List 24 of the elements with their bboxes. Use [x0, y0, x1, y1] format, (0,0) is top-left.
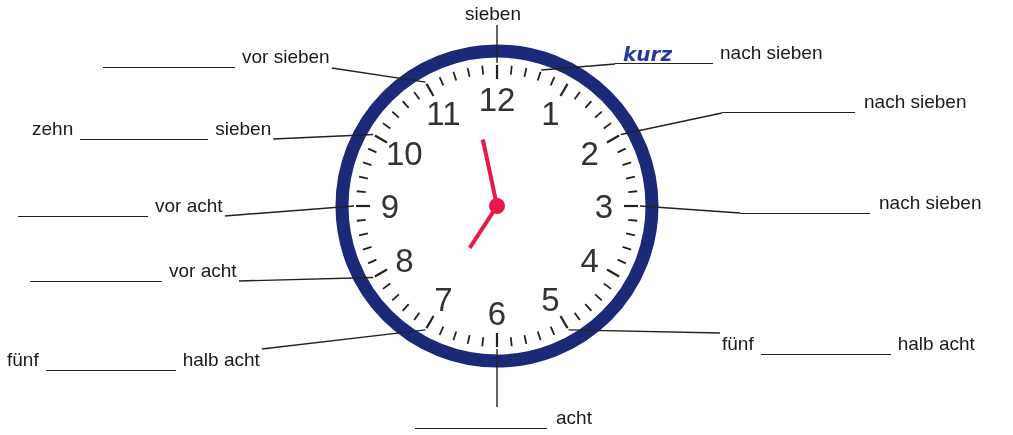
leader-line [540, 63, 616, 71]
clock-number: 6 [487, 296, 507, 330]
leader-line [620, 112, 723, 136]
leader-line [261, 329, 427, 350]
clock-number: 5 [541, 282, 560, 316]
clock-number: 9 [380, 189, 400, 223]
leader-line [496, 24, 498, 64]
clock-number: 1 [541, 96, 560, 130]
clock-number: 10 [385, 136, 423, 169]
leader-line [496, 348, 498, 408]
clock-number: 8 [395, 243, 414, 276]
clock-number: 3 [594, 189, 614, 223]
leader-line [330, 67, 427, 83]
leader-line [272, 133, 374, 140]
clock-number: 4 [580, 243, 599, 276]
clock-number: 7 [434, 282, 453, 316]
clock-number: 2 [580, 136, 599, 169]
leader-line [567, 329, 721, 334]
leader-line [223, 205, 355, 217]
leader-line [639, 205, 741, 214]
fill-in-line: kurz [615, 44, 713, 64]
clock-number: 12 [478, 82, 516, 116]
leader-line [237, 276, 374, 282]
clock-number: 11 [426, 96, 461, 130]
